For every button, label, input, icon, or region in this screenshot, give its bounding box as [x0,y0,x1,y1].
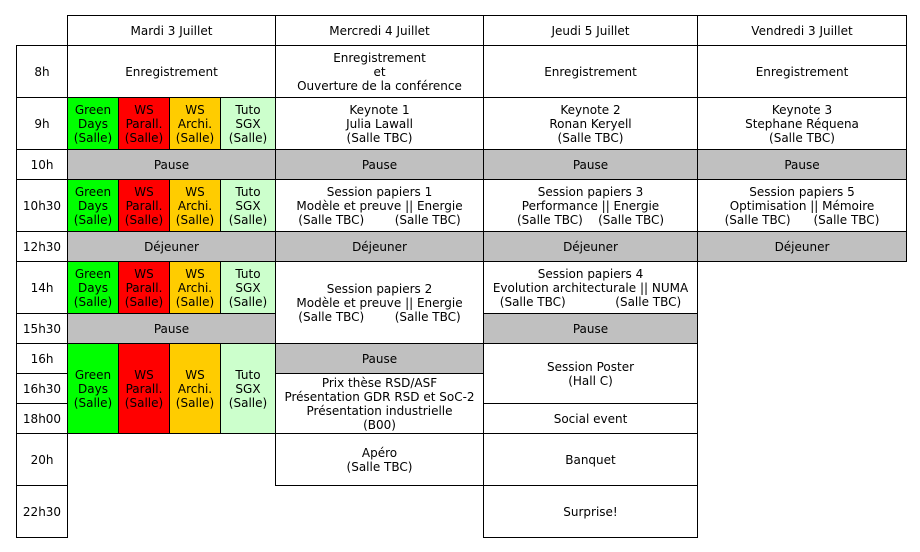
prize-presentations-cell: Prix thèse RSD/ASF Présentation GDR RSD … [275,373,484,434]
ws-archi-cell: WS Archi. (Salle) [169,261,221,314]
social-event-cell: Social event [483,403,698,434]
pause-cell: Pause [67,149,276,180]
registration-opening-cell: Enregistrement et Ouverture de la confér… [275,45,484,98]
registration-cell: Enregistrement [67,45,276,98]
keynote-2-cell: Keynote 2 Ronan Keryell (Salle TBC) [483,97,698,150]
time-label: 10h30 [16,179,68,232]
time-label: 16h [16,343,68,374]
session-papers-3-cell: Session papiers 3 Performance || Energie… [483,179,698,232]
tuto-sgx-cell: Tuto SGX (Salle) [220,261,276,314]
time-label: 20h [16,433,68,486]
green-days-cell: Green Days (Salle) [67,179,119,232]
pause-cell: Pause [275,149,484,180]
pause-cell: Pause [697,149,907,180]
tuto-sgx-cell: Tuto SGX (Salle) [220,97,276,150]
keynote-1-cell: Keynote 1 Julia Lawall (Salle TBC) [275,97,484,150]
time-label: 16h30 [16,373,68,404]
session-papers-2-cell: Session papiers 2 Modèle et preuve || En… [275,261,484,344]
poster-session-cell: Session Poster (Hall C) [483,343,698,404]
time-label: 22h30 [16,485,68,538]
lunch-cell: Déjeuner [697,231,907,262]
ws-parall-cell: WS Parall. (Salle) [118,97,170,150]
time-label: 14h [16,261,68,314]
ws-archi-cell: WS Archi. (Salle) [169,343,221,434]
ws-parall-cell: WS Parall. (Salle) [118,343,170,434]
ws-archi-cell: WS Archi. (Salle) [169,179,221,232]
time-label: 12h30 [16,231,68,262]
pause-cell: Pause [67,313,276,344]
session-papers-5-cell: Session papiers 5 Optimisation || Mémoir… [697,179,907,232]
tuto-sgx-cell: Tuto SGX (Salle) [220,179,276,232]
lunch-cell: Déjeuner [483,231,698,262]
surprise-cell: Surprise! [483,485,698,538]
time-label: 9h [16,97,68,150]
day-header-wed: Mercredi 4 Juillet [275,15,484,46]
registration-cell: Enregistrement [697,45,907,98]
keynote-3-cell: Keynote 3 Stephane Réquena (Salle TBC) [697,97,907,150]
time-label: 18h00 [16,403,68,434]
registration-cell: Enregistrement [483,45,698,98]
ws-parall-cell: WS Parall. (Salle) [118,179,170,232]
lunch-cell: Déjeuner [67,231,276,262]
day-header-thu: Jeudi 5 Juillet [483,15,698,46]
tuto-sgx-cell: Tuto SGX (Salle) [220,343,276,434]
day-header-fri: Vendredi 3 Juillet [697,15,907,46]
green-days-cell: Green Days (Salle) [67,343,119,434]
session-papers-4-cell: Session papiers 4 Evolution architectura… [483,261,698,314]
lunch-cell: Déjeuner [275,231,484,262]
ws-archi-cell: WS Archi. (Salle) [169,97,221,150]
banquet-cell: Banquet [483,433,698,486]
green-days-cell: Green Days (Salle) [67,97,119,150]
pause-cell: Pause [483,149,698,180]
pause-cell: Pause [483,313,698,344]
ws-parall-cell: WS Parall. (Salle) [118,261,170,314]
session-papers-1-cell: Session papiers 1 Modèle et preuve || En… [275,179,484,232]
green-days-cell: Green Days (Salle) [67,261,119,314]
day-header-tue: Mardi 3 Juillet [67,15,276,46]
time-label: 15h30 [16,313,68,344]
pause-cell: Pause [275,343,484,374]
time-label: 8h [16,45,68,98]
apero-cell: Apéro (Salle TBC) [275,433,484,486]
time-label: 10h [16,149,68,180]
